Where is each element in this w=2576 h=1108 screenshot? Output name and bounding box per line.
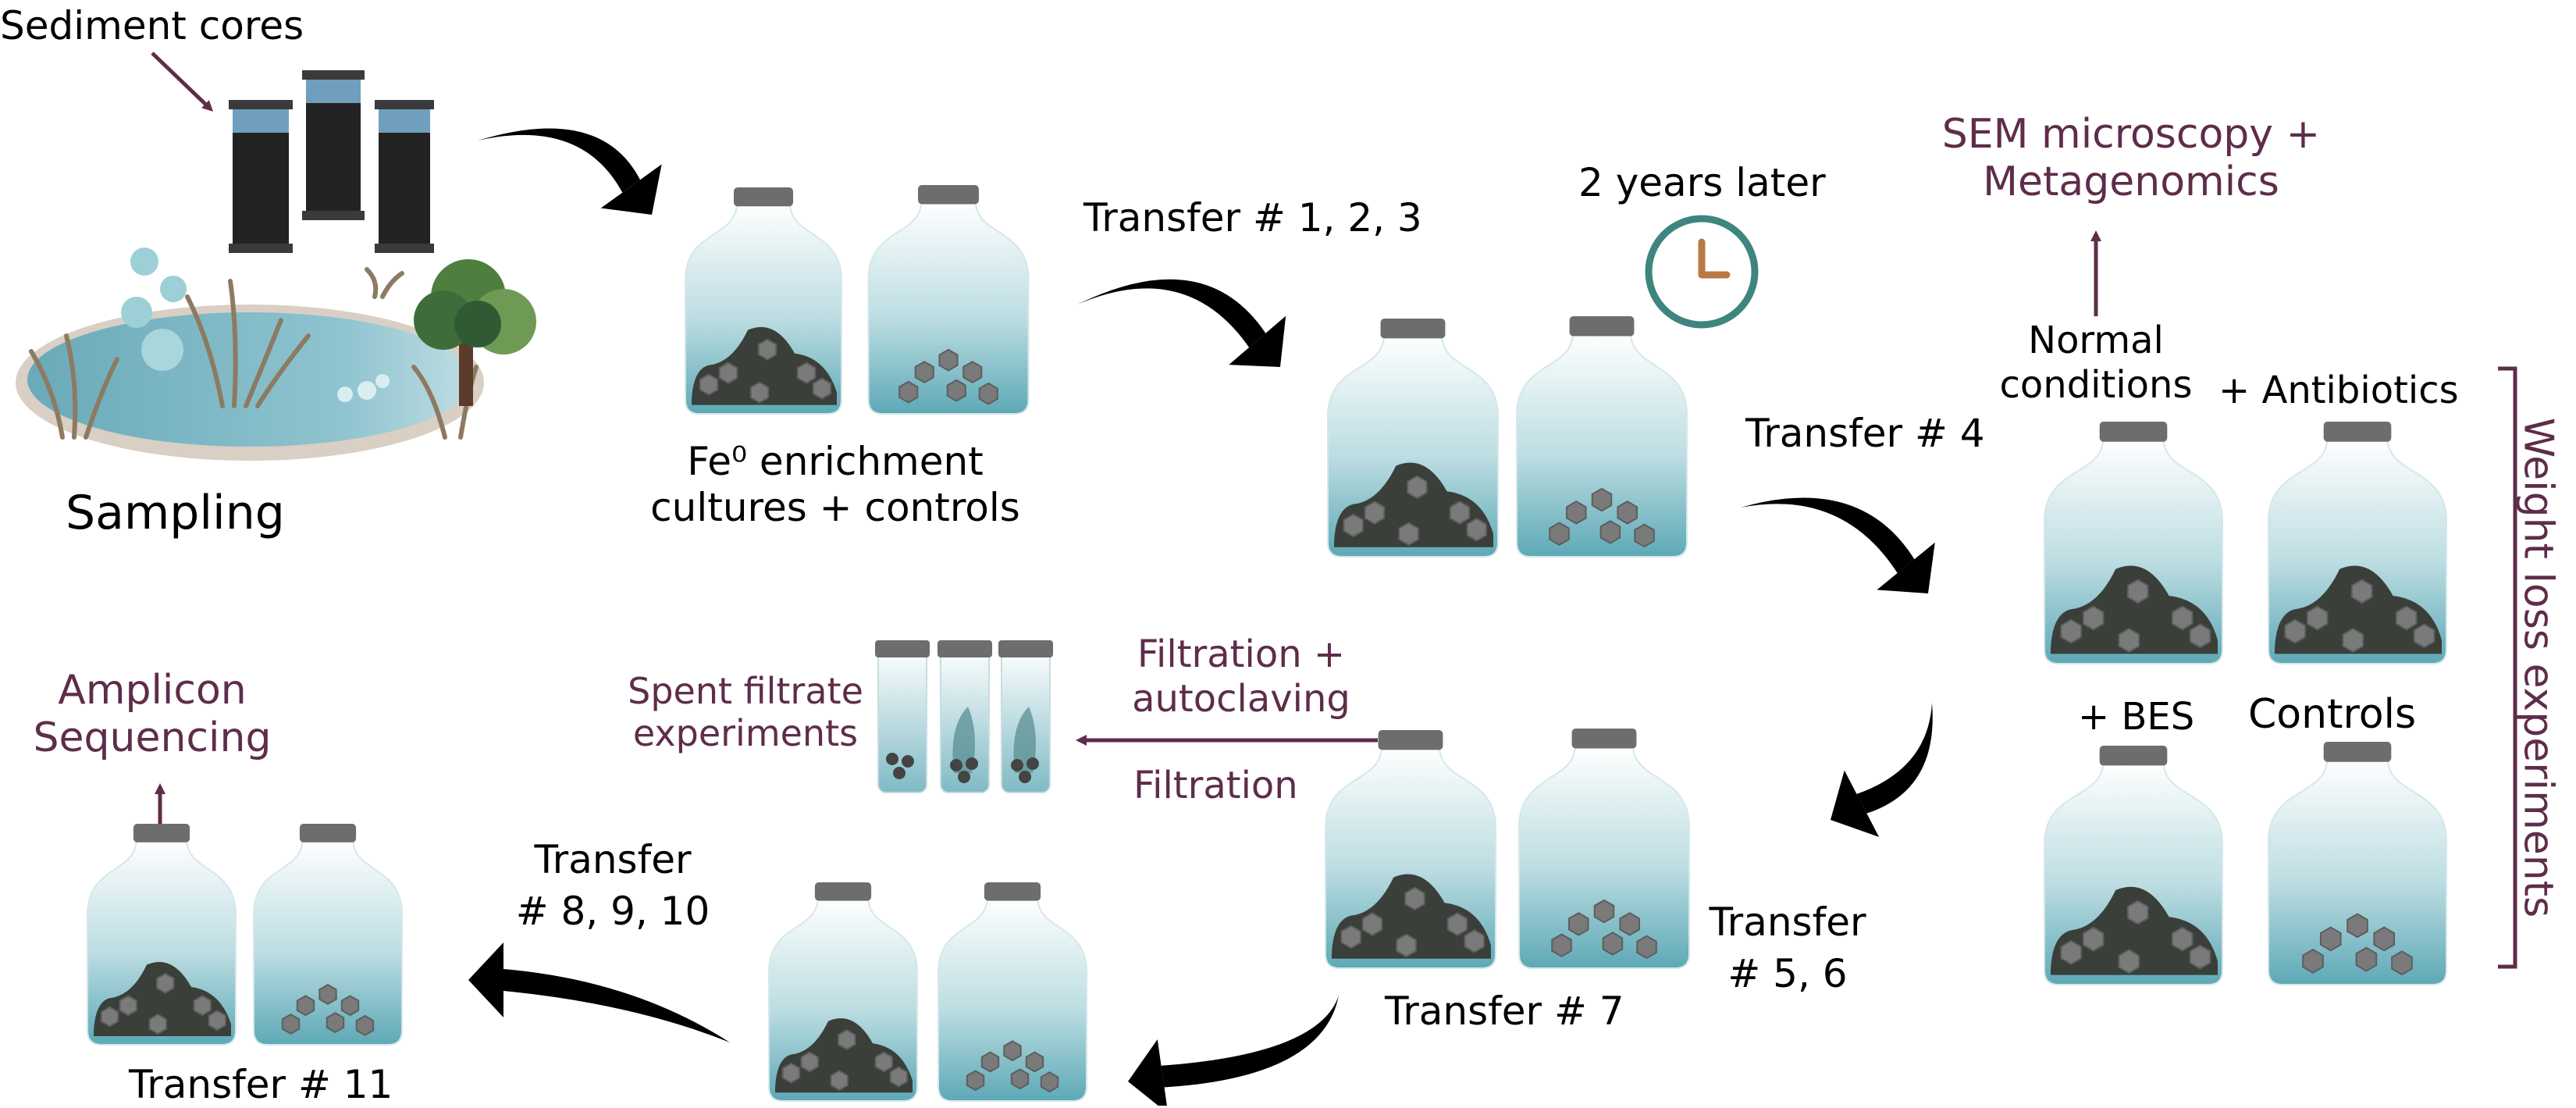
bottle-transfer-7-culture [1325,730,1496,969]
bottle-normal-conditions [2044,422,2223,664]
clock-icon [1645,215,1759,329]
sediment-cores-label: Sediment cores [0,3,304,48]
sampling-label: Sampling [66,486,285,540]
weight-loss-label: Weight loss experiments [2514,417,2562,918]
bottle-transfer-10-culture [768,882,918,1102]
bottle-controls [2268,742,2447,985]
transfer-1-2-3-label: Transfer # 1, 2, 3 [1083,195,1422,240]
bottle-transfer-7-control [1518,729,1690,969]
transfer-4-label: Transfer # 4 [1745,411,1985,456]
sem-metagenomics-label: SEM microscopy + Metagenomics [1912,111,2350,207]
two-years-later-label: 2 years later [1578,160,1826,205]
spent-filtrate-line1: Spent filtrate [628,670,863,712]
transfer-8-9-10-line2: # 8, 9, 10 [515,889,710,934]
arrow-transfer-4 [1741,497,1935,593]
filtration-autoclaving-line2: autoclaving [1132,676,1350,721]
bottle-transfer-3-culture [1327,319,1499,558]
bottle-transfer-11-culture [87,824,237,1046]
bottle-bes [2044,746,2223,985]
sem-line1: SEM microscopy + [1941,111,2321,158]
fe-enrichment-label: Fe⁰ enrichment cultures + controls [640,439,1030,531]
sampling-pond [16,248,536,461]
transfer-8-9-10-line1: Transfer [534,837,692,882]
amplicon-line1: Amplicon [58,667,247,714]
controls-label: Controls [2248,691,2417,738]
bottle-enrichment-control [867,185,1030,415]
filtration-autoclaving-line1: Filtration + [1137,632,1346,676]
amplicon-sequencing-label: Amplicon Sequencing [23,667,281,763]
transfer-8-9-10-label: Transfer # 8, 9, 10 [507,834,718,937]
normal-conditions-label: Normal conditions [1979,319,2213,407]
transfer-5-6-line1: Transfer [1709,900,1866,945]
spent-filtrate-vials [875,640,1053,793]
sediment-core-icons [229,70,434,253]
fe-enrichment-line1: Fe⁰ enrichment [687,439,984,484]
sediment-cores-pointer [151,52,214,112]
transfer-5-6-label: Transfer # 5, 6 [1686,896,1889,999]
normal-line2: conditions [1999,362,2193,407]
bottle-antibiotics [2268,422,2447,664]
arrow-transfer-7 [1128,996,1339,1106]
normal-line1: Normal [2028,319,2164,362]
bottle-transfer-11-control [253,824,403,1046]
arrow-transfer-5-6 [1831,703,1933,837]
sem-line2: Metagenomics [1983,159,2279,206]
filtration-label: Filtration [1133,764,1298,807]
spent-filtrate-label: Spent filtrate experiments [624,670,866,755]
arrow-transfer-8-9-10 [468,942,730,1042]
transfer-5-6-line2: # 5, 6 [1727,951,1848,996]
bes-label: + BES [2078,695,2195,739]
spent-filtrate-line2: experiments [632,712,859,755]
bottle-transfer-10-control [938,882,1087,1102]
transfer-7-label: Transfer # 7 [1385,989,1624,1034]
amplicon-line2: Sequencing [33,714,272,762]
arrow-transfer-1-2-3 [1077,279,1286,367]
filtration-autoclaving-label: Filtration + autoclaving [1108,632,1374,721]
bottle-transfer-3-control [1516,316,1688,558]
bottle-enrichment-culture [685,187,842,415]
weight-loss-bracket [2498,366,2517,969]
fe-enrichment-line2: cultures + controls [650,485,1020,530]
arrow-sampling-to-enrichment [478,128,662,215]
transfer-11-label: Transfer # 11 [129,1062,393,1107]
antibiotics-label: + Antibiotics [2218,369,2459,412]
